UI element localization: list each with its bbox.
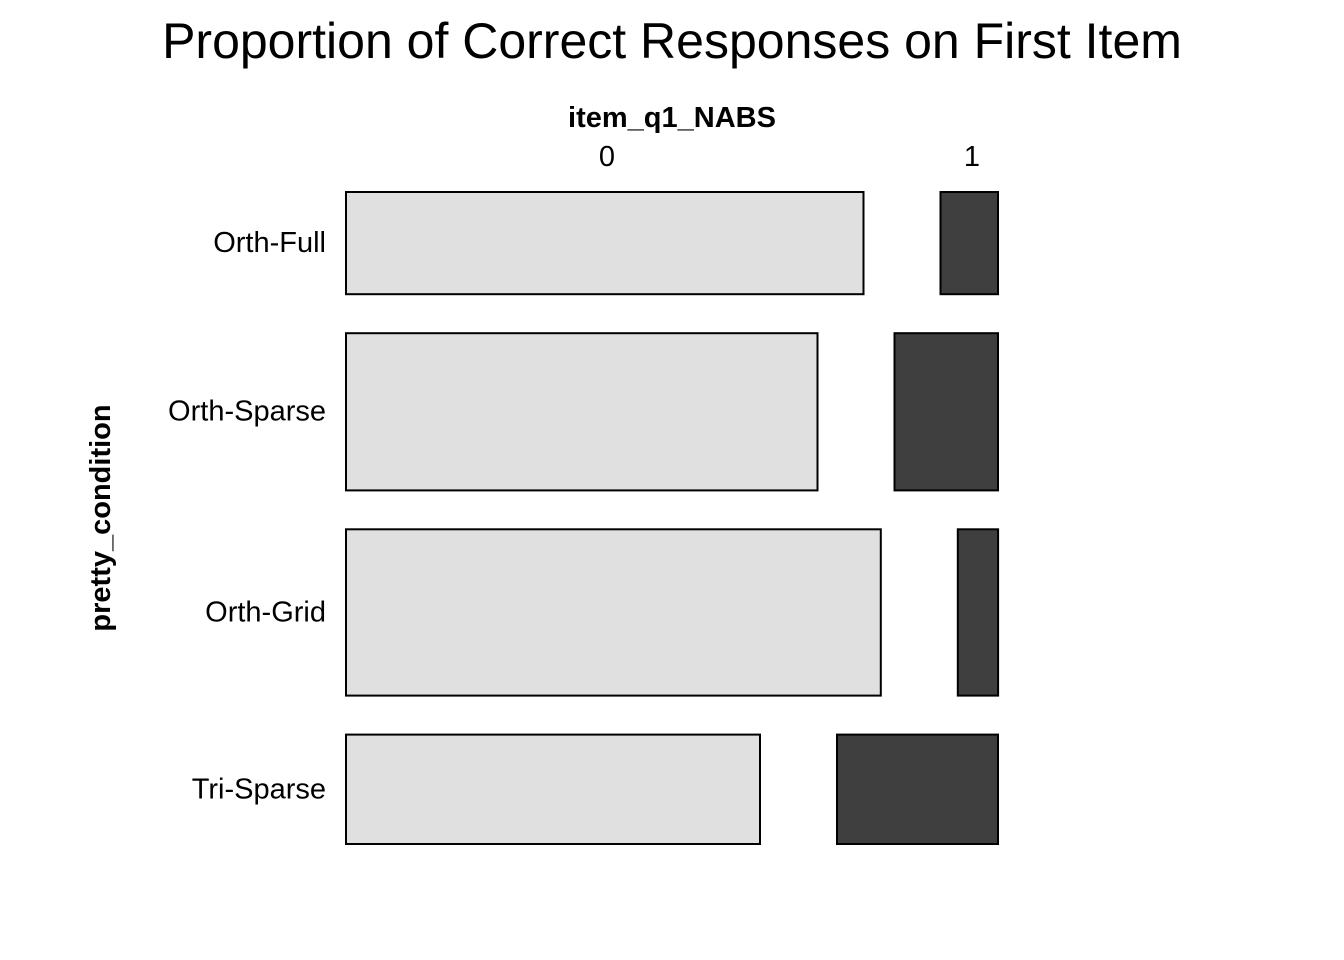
column-label-1: 1 xyxy=(964,141,980,173)
tile-tri-sparse-1 xyxy=(836,733,999,845)
y-axis-title: pretty_condition xyxy=(85,404,117,631)
row-label: Orth-Grid xyxy=(205,597,326,629)
row-label: Orth-Full xyxy=(213,227,326,259)
tile-orth-sparse-0 xyxy=(345,332,819,492)
tile-tri-sparse-0 xyxy=(345,733,761,845)
tile-orth-full-0 xyxy=(345,191,865,296)
row-label: Tri-Sparse xyxy=(192,773,326,805)
row-label: Orth-Sparse xyxy=(168,396,326,428)
chart-title: Proportion of Correct Responses on First… xyxy=(162,13,1182,69)
column-label-0: 0 xyxy=(599,141,615,173)
tile-orth-grid-1 xyxy=(956,528,1000,697)
tile-orth-grid-0 xyxy=(345,528,882,697)
mosaic-tiles xyxy=(345,191,1000,845)
tile-orth-sparse-1 xyxy=(893,332,999,492)
tile-orth-full-1 xyxy=(939,191,999,296)
x-axis-title: item_q1_NABS xyxy=(568,102,776,134)
